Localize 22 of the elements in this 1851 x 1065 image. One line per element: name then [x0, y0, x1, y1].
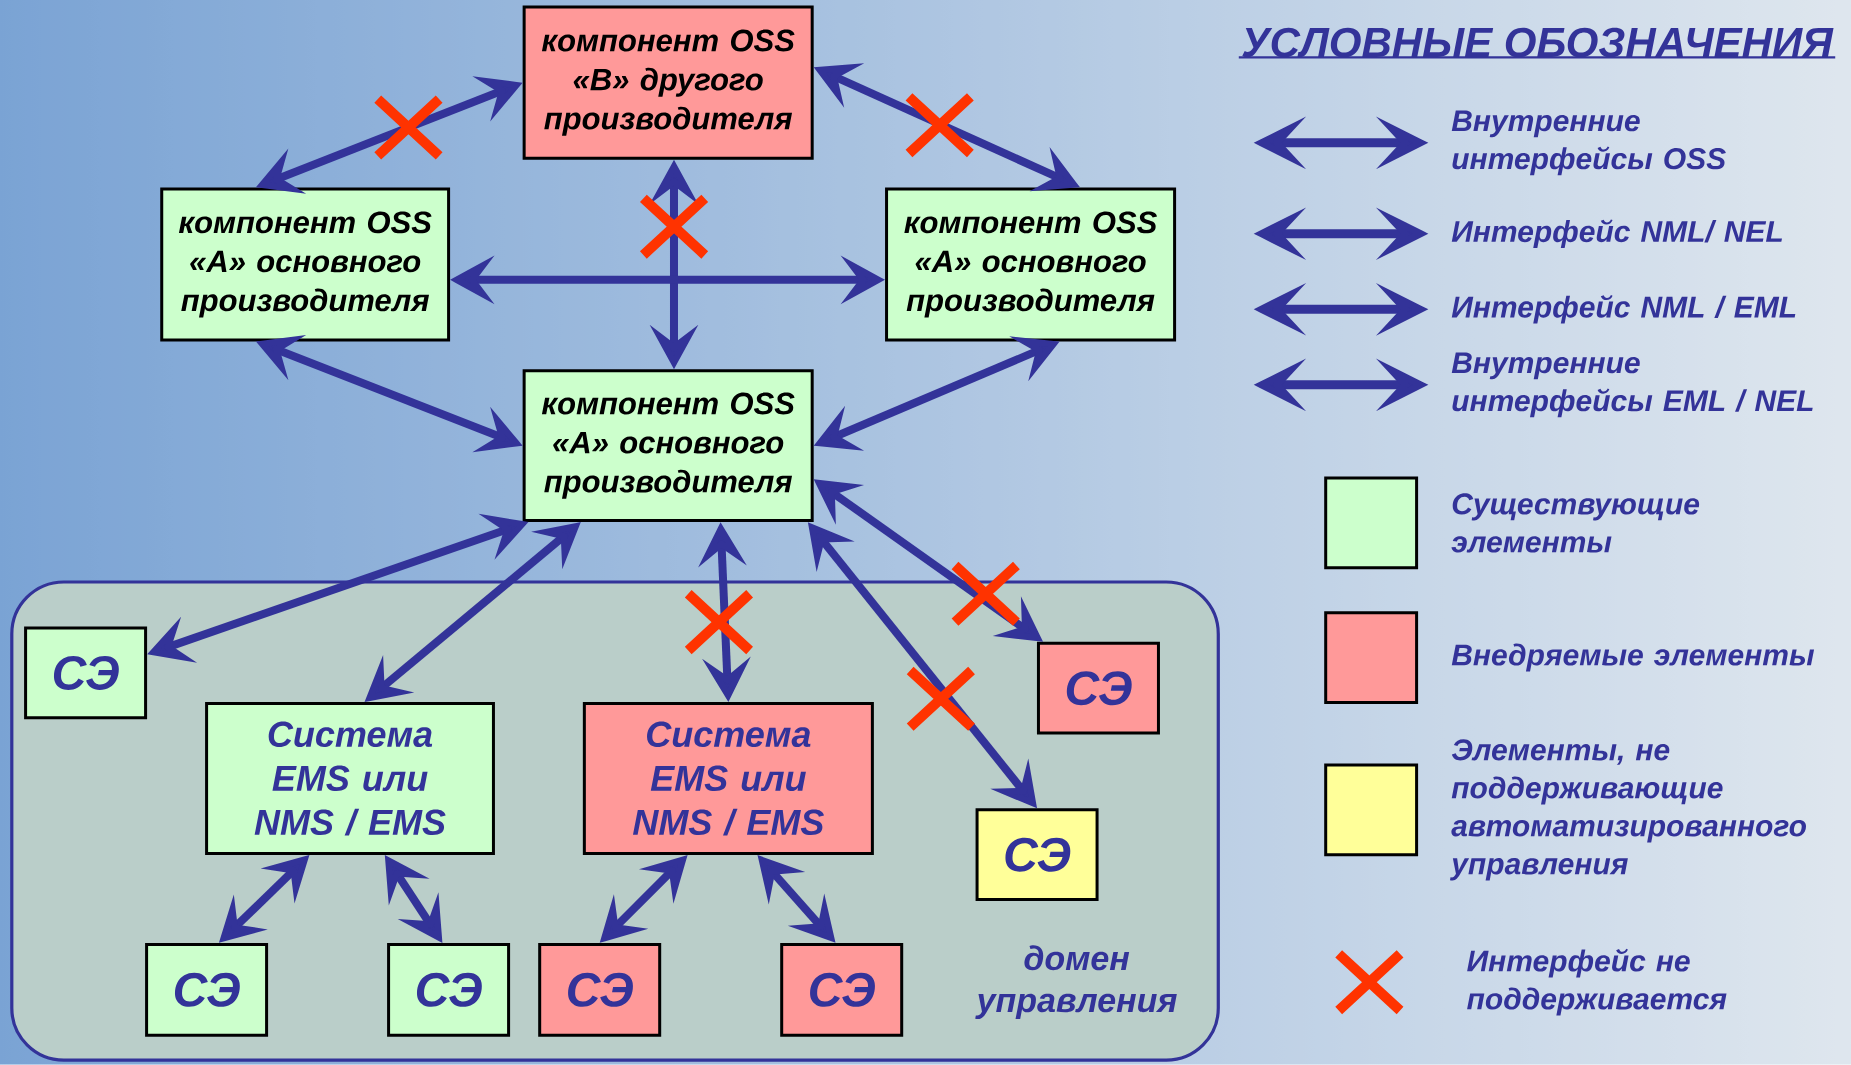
system-box: Система EMS или NMS / EMS — [205, 702, 495, 856]
legend-text: Внутренние интерфейсы OSS — [1451, 110, 1726, 176]
element-box: СЭ — [24, 626, 148, 720]
legend-text: Существующие элементы — [1451, 493, 1700, 553]
element-box: СЭ — [387, 943, 511, 1037]
element-box: СЭ — [975, 808, 1099, 902]
element-box: СЭ — [145, 943, 269, 1037]
legend-text: Интерфейс NML/ NEL — [1451, 219, 1782, 249]
legend-title: УСЛОВНЫЕ ОБОЗНАЧЕНИЯ — [1238, 27, 1836, 59]
legend-text: Внутренние интерфейсы EML / NEL — [1451, 352, 1813, 418]
legend-text: Интерфейс NML / EML — [1451, 295, 1796, 324]
component-box: компонент OSS «А» основного производителя — [160, 187, 451, 342]
legend-text: Интерфейс не поддерживается — [1467, 948, 1727, 1016]
element-box: СЭ — [1036, 641, 1160, 735]
legend-text: Элементы, не поддерживающие автоматизированного управления — [1450, 739, 1806, 881]
element-box: СЭ — [780, 943, 904, 1037]
component-box: компонент OSS «В» другого производителя — [522, 5, 814, 160]
component-box: компонент OSS «А» основного производителя — [522, 369, 814, 523]
element-box: СЭ — [538, 943, 662, 1037]
system-box: Система EMS или NMS / EMS — [582, 702, 874, 856]
legend-text: Внедряемые элементы — [1451, 643, 1815, 672]
component-box: компонент OSS «А» основного производителя — [885, 187, 1177, 342]
